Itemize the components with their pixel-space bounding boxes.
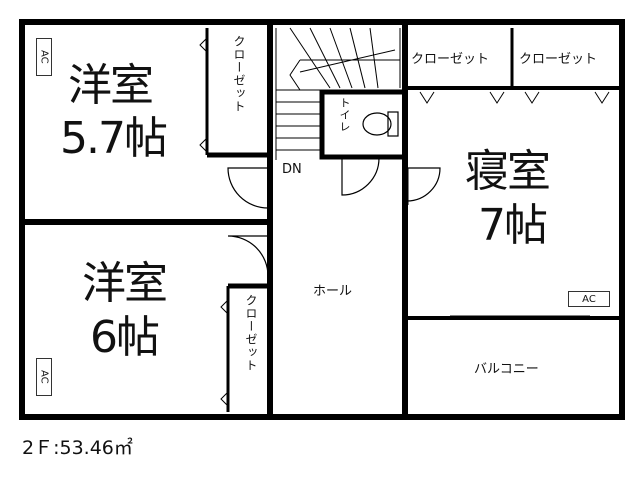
balcony-label: バルコニー (474, 362, 539, 377)
western-room1-name: 洋室 (68, 60, 154, 111)
floor-area: 2Ｆ:53.46㎡ (22, 437, 133, 459)
stairs (275, 27, 401, 160)
bedroom-size: 7帖 (478, 200, 548, 251)
stairs-dn-label: DN (282, 162, 302, 177)
closet-bedroom-left-label: クローゼット (411, 52, 490, 67)
hall-label: ホール (313, 284, 353, 299)
ac-unit-western1: AC (36, 38, 52, 76)
toilet-label: トイレ (338, 97, 351, 133)
door-western2 (227, 235, 269, 277)
toilet-fixture (362, 111, 399, 137)
door-bedroom (406, 167, 441, 202)
closet-western1-label: クローゼット (232, 35, 246, 113)
door-toilet (341, 157, 380, 196)
ac-unit-bedroom: AC (568, 291, 610, 307)
western-room1-size: 5.7帖 (60, 113, 168, 164)
ac-unit-western2: AC (36, 358, 52, 396)
toilet-walls (319, 89, 408, 160)
western-room2-name: 洋室 (82, 258, 168, 309)
western-room2-size: 6帖 (90, 312, 160, 363)
closet-bedroom-right-label: クローゼット (519, 52, 598, 67)
bedroom-name: 寝室 (465, 146, 551, 197)
closet-western2-label: クローゼット (244, 294, 258, 372)
door-western1 (227, 167, 269, 209)
